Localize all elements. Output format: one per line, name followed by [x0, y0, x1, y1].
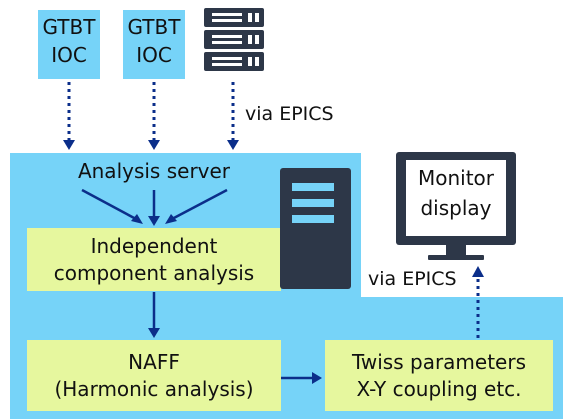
source-label-2-line2: IOC: [136, 43, 172, 67]
via-epics-top-label: via EPICS: [245, 103, 334, 125]
ica-box: [27, 228, 281, 291]
twiss-label-line2: X-Y coupling etc.: [356, 377, 522, 401]
naff-label: NAFF (Harmonic analysis): [27, 349, 281, 403]
arrow-left-to-ica: [81, 188, 137, 221]
source-label-1-line2: IOC: [51, 43, 87, 67]
tower-computer-icon: [280, 168, 351, 289]
source-label-1-line1: GTBT: [42, 15, 96, 39]
rack-server-icon: [204, 8, 264, 71]
naff-label-line1: NAFF: [128, 350, 180, 374]
twiss-box: [325, 340, 553, 411]
source-box-2: [123, 10, 185, 79]
monitor-display-label: Monitor display: [406, 163, 506, 223]
analysis-server-label: Analysis server: [77, 159, 231, 183]
source-box-1: [38, 10, 100, 79]
naff-label-line2: (Harmonic analysis): [54, 377, 254, 401]
monitor-icon: [396, 152, 516, 260]
twiss-label-line1: Twiss parameters: [351, 350, 527, 374]
monitor-label-line1: Monitor: [417, 166, 495, 190]
ica-label-line1: Independent: [90, 234, 218, 258]
ica-label: Independent component analysis: [27, 233, 281, 287]
source-label-1: GTBT IOC: [38, 13, 100, 69]
ica-label-line2: component analysis: [53, 261, 255, 285]
source-label-2-line1: GTBT: [127, 15, 181, 39]
monitor-label-line2: display: [420, 196, 492, 220]
via-epics-right-label: via EPICS: [368, 268, 457, 290]
naff-box: [27, 340, 281, 411]
arrow-right-to-ica: [171, 188, 228, 221]
source-label-2: GTBT IOC: [123, 13, 185, 69]
twiss-label: Twiss parameters X-Y coupling etc.: [325, 349, 553, 403]
